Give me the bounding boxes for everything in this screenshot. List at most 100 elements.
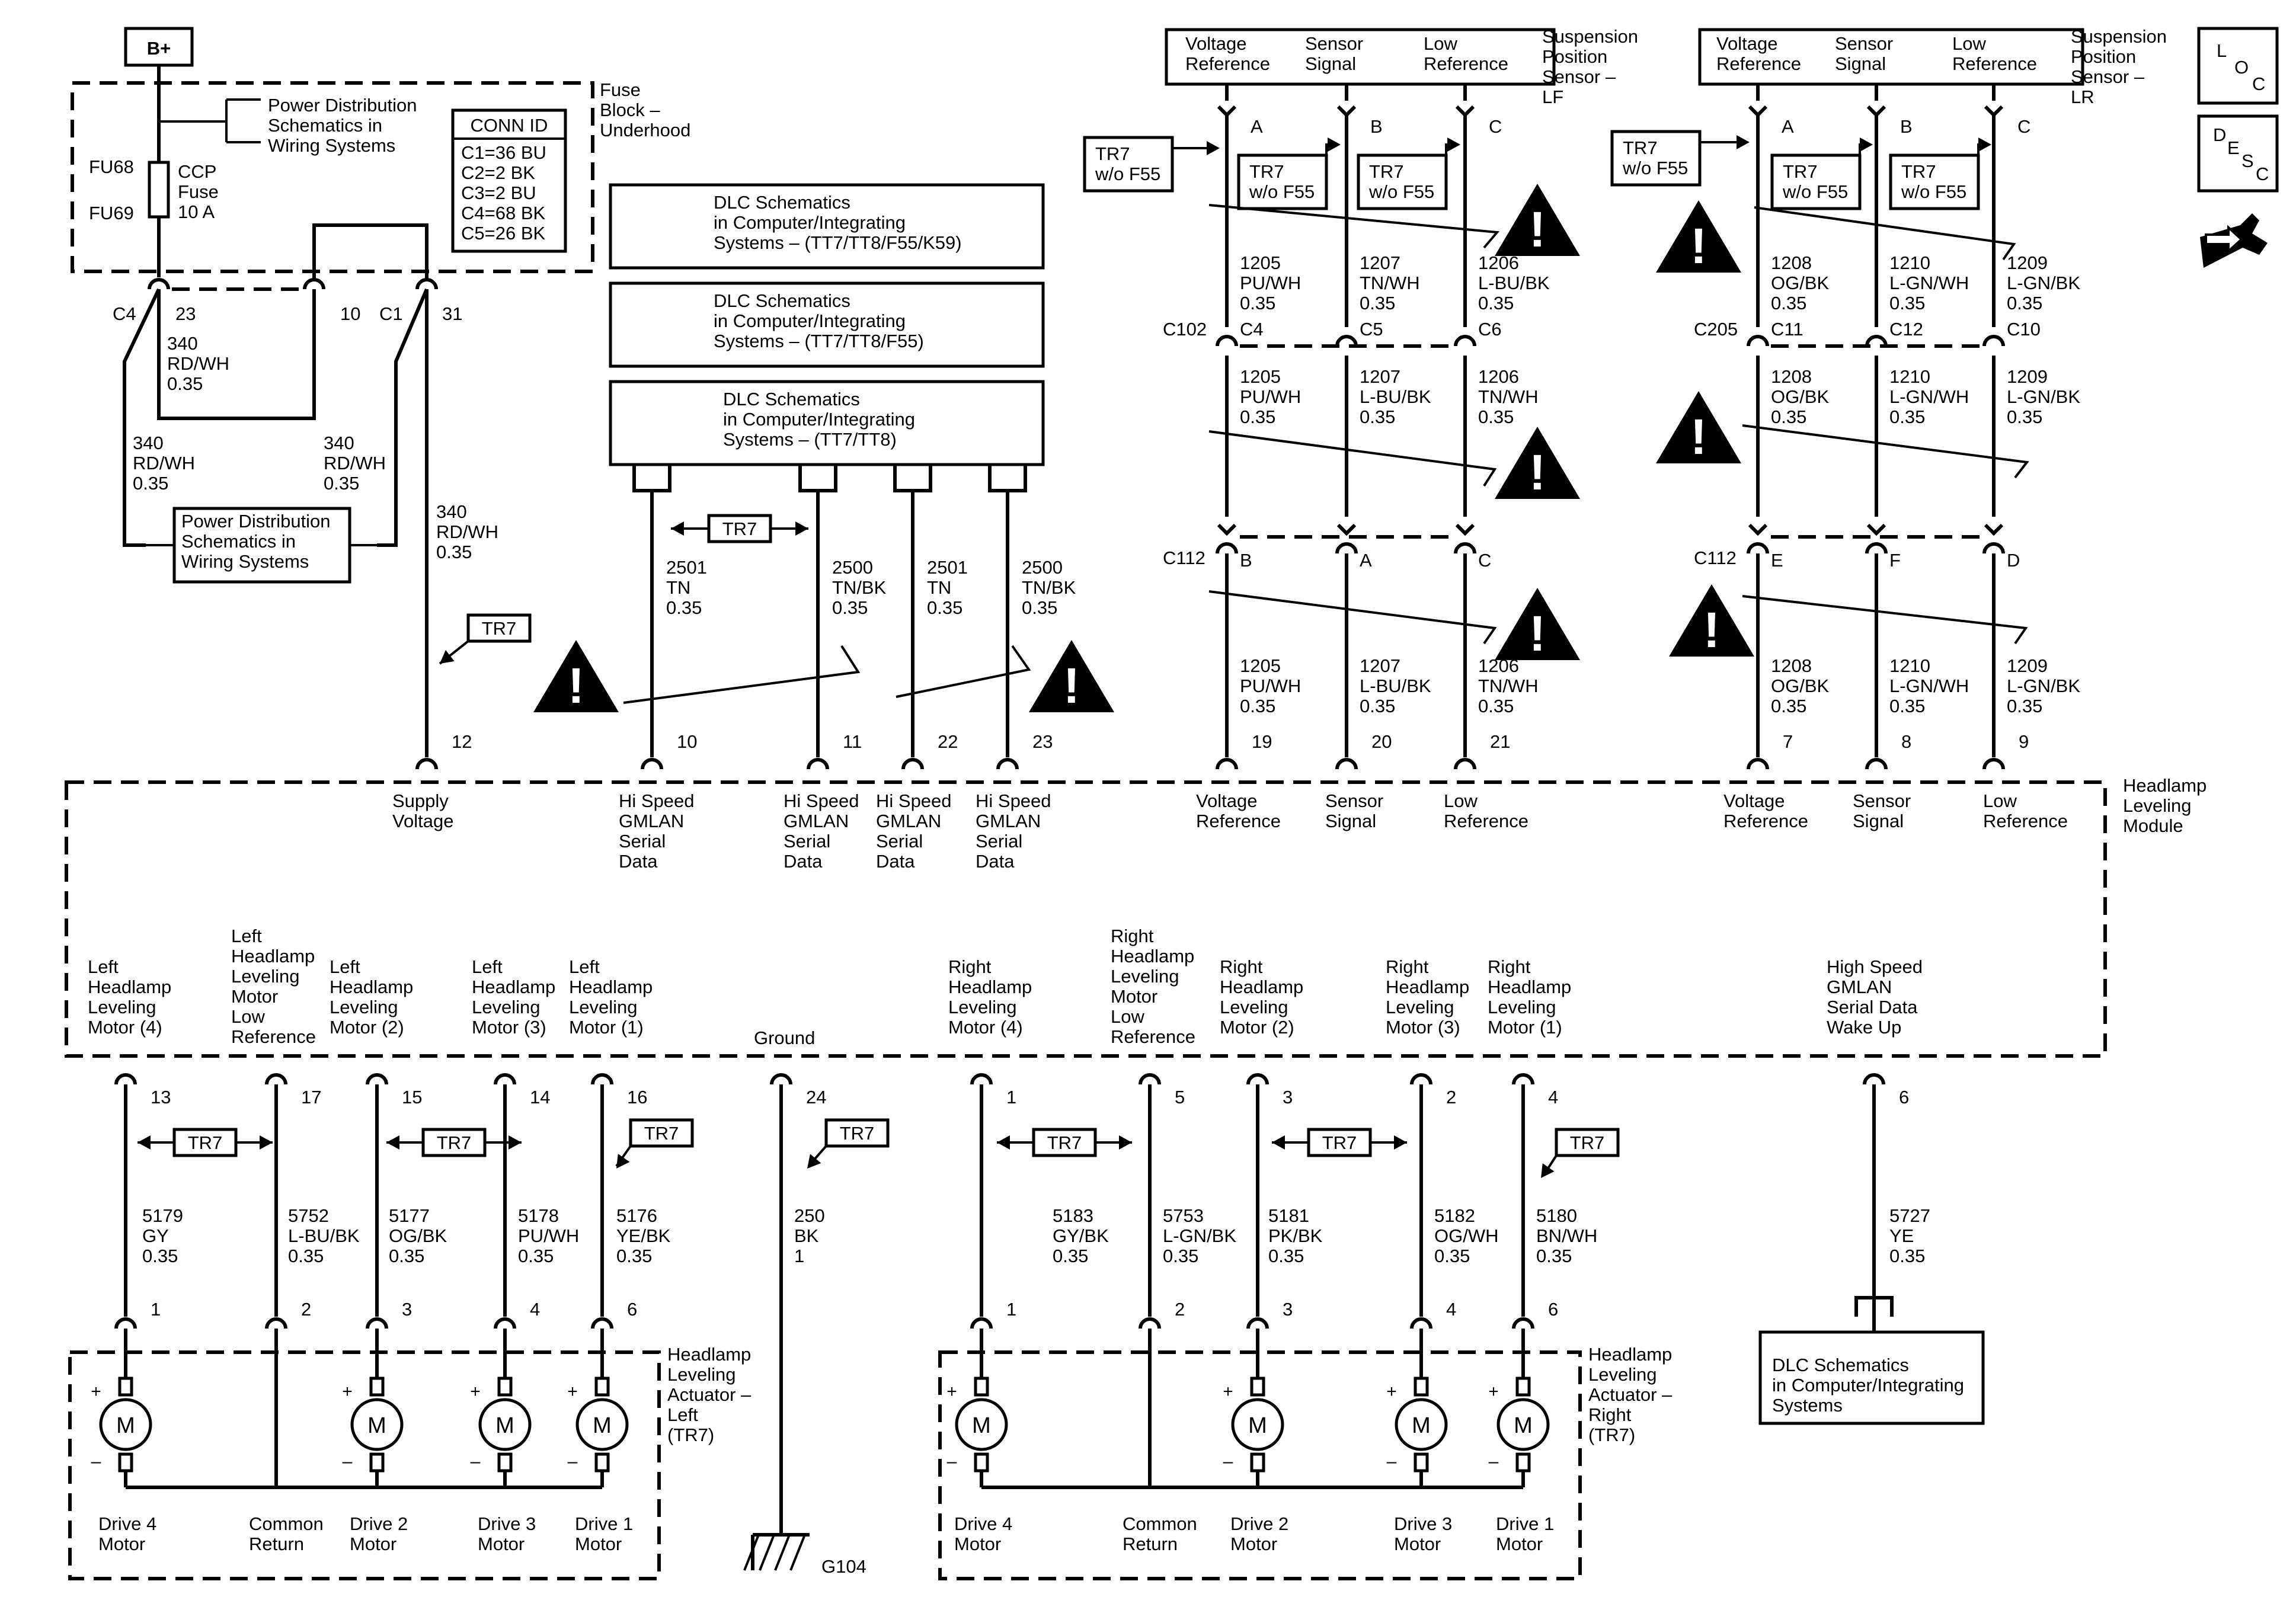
module-bottom-pin-num: 14 (530, 1087, 550, 1108)
actuator_right-pin-num: 3 (1283, 1299, 1293, 1320)
sensor_lf-mid-wire-label-line: PU/WH (1240, 386, 1301, 407)
gmlan-wire-label-1-line: TN/BK (832, 577, 887, 598)
module-bottom-pin-label-line: Motor (1) (1488, 1017, 1562, 1038)
bottom-wire-label-4-line: 0.35 (616, 1246, 652, 1266)
warning-icon-lf-upper: ! (1495, 184, 1580, 257)
actuator_right-pin-label-line: Common (1123, 1513, 1197, 1534)
dlc-pin-bracket (988, 465, 1027, 492)
sensor_lf-pin-label: A (1251, 116, 1263, 137)
actuator_right-motor-4: M+– (1488, 1377, 1550, 1473)
arrow-head (386, 1135, 399, 1150)
module-top-pin (996, 758, 1019, 770)
module-top-pin-label-line: Low (1444, 790, 1478, 811)
motor-brush-top (1250, 1377, 1265, 1397)
warning-triangle (1495, 588, 1580, 660)
option-tr7-wo-f55-lr-b (1770, 153, 1862, 210)
option-tr7-wo-f55-lf-b-label-line: w/o F55 (1249, 181, 1315, 202)
arrow-head (1737, 135, 1750, 149)
arrow-head (795, 521, 808, 536)
module-bottom-pin-num: 5 (1175, 1087, 1185, 1108)
warning-triangle (1669, 584, 1754, 657)
module-bottom-pin-label-line: Headlamp (88, 977, 171, 997)
motor-body (955, 1398, 1008, 1451)
gmlan-wire-label-2-line: 0.35 (927, 597, 962, 618)
sensor_lf-mid-connector-pin (1335, 335, 1358, 347)
sensor_lr-lower-wire-label-line: L-GN/BK (2007, 676, 2080, 696)
pin-c1-num: 31 (442, 303, 462, 324)
motor-minus: – (91, 1452, 101, 1471)
arrow-head (1394, 1135, 1407, 1150)
sensor_lf-mid-connector-name: C102 (1163, 319, 1207, 340)
motor-brush-top (497, 1377, 513, 1397)
module-bottom-pin-label-line: GMLAN (1827, 977, 1892, 997)
wire-340-label-line: 0.35 (167, 373, 203, 394)
sensor_lf-pin-0 (1217, 105, 1237, 118)
sensor_lr-c112-pin-label: E (1771, 550, 1783, 571)
sensor_lf-c112-pin-label: C (1478, 550, 1491, 571)
module-top-pin-label-line: Hi Speed (876, 790, 952, 811)
actuator_right-title-line: Actuator – (1588, 1384, 1673, 1405)
module-bottom-pin-label-line: Headlamp (569, 977, 653, 997)
module-top-pin-num: 20 (1371, 731, 1392, 752)
module-top-pin (1982, 758, 2005, 770)
module-top-pin-label-line: Supply (392, 790, 449, 811)
option-tr7-wo-f55-lr-a (1610, 130, 1702, 187)
module-top-pin (641, 758, 663, 770)
module-top-pin (1216, 758, 1238, 770)
sensor_lr-c112-cup (1865, 542, 1888, 554)
pin-c4-23 (148, 278, 170, 290)
sensor_lf-lower-wire-label-line: 1207 (1360, 655, 1400, 676)
sensor_lf-title-line: Position (1542, 46, 1607, 67)
bottom-wire-label-7-line: 0.35 (1163, 1246, 1198, 1266)
actuator_left-pin-label-line: Drive 3 (478, 1513, 536, 1534)
option-tr7-wo-f55-lr-a-label-line: w/o F55 (1622, 158, 1688, 178)
module-top-pin (415, 758, 438, 770)
actuator_right-pin-label-line: Motor (954, 1534, 1001, 1554)
sensor_lf-title-line: Suspension (1542, 26, 1638, 47)
pds-top-label-line: Schematics in (268, 115, 382, 136)
actuator_left-pin-num: 2 (301, 1299, 311, 1320)
module-top-pin-label-line: Serial (876, 831, 923, 852)
module-top-pin-label-line: Serial (976, 831, 1022, 852)
module-bottom-pin-label-line: Right (1488, 956, 1531, 977)
option-tr7-wo-f55-lr-a-label-line: TR7 (1623, 137, 1658, 158)
arrow-head (1860, 137, 1873, 152)
actuator_right-pin-label-line: Drive 2 (1230, 1513, 1288, 1534)
module-bottom-pin-label-line: Headlamp (1488, 977, 1571, 997)
option-tr7-wo-f55-lr-b-label-line: TR7 (1783, 161, 1818, 182)
bottom-wire-label-10-line: 5180 (1536, 1205, 1577, 1226)
actuator_left-pin (265, 1317, 287, 1329)
sensor_lr-header-box (1698, 28, 2084, 86)
dlc-box-2-label-line: in Computer/Integrating (714, 311, 906, 331)
module-bottom-pin-label-line: Headlamp (948, 977, 1032, 997)
module-top-pin-label-line: GMLAN (619, 811, 684, 831)
sensor_lf-header-label-0-line: Reference (1185, 53, 1270, 74)
module-bottom-pin-num: 6 (1899, 1087, 1909, 1108)
wire-340-label-line: RD/WH (167, 353, 229, 374)
bottom-wire-label-1-line: L-BU/BK (288, 1225, 360, 1246)
sensor_lf-lower-wire-label-line: PU/WH (1240, 676, 1301, 696)
option-tr7-ground (824, 1118, 890, 1148)
module-bottom-pin-num: 1 (1006, 1087, 1016, 1108)
dlc-box-4-label-line: Systems (1772, 1395, 1843, 1416)
module-top-pin-label-line: Low (1983, 790, 2017, 811)
option-tr7-label: TR7 (1570, 1132, 1605, 1153)
sensor_lr-lower-wire-label-line: 0.35 (2007, 696, 2042, 716)
gmlan-wire-label-3-line: TN/BK (1022, 577, 1076, 598)
sensor_lr-upper-wire-label-line: 1209 (2007, 252, 2048, 273)
conn-id-entry: C1=36 BU (461, 142, 546, 163)
sensor_lr-mid-wire-label-line: 1208 (1771, 366, 1812, 387)
option-tr7-wo-f55-lf-a (1083, 136, 1174, 193)
sensor_lf-c112-pin-label: B (1240, 550, 1252, 571)
motor-brush-bottom (118, 1452, 133, 1473)
dlc-box-1 (609, 183, 1045, 270)
dlc-box-3 (609, 380, 1045, 466)
twisted-pair-lr-mid (1742, 424, 2029, 479)
sensor_lf-pin-2 (1455, 105, 1475, 118)
conn-id-entry: C5=26 BK (461, 223, 546, 244)
bottom-wire-label-4-line: 5176 (616, 1205, 657, 1226)
gmlan-wire-label-2-line: 2501 (927, 557, 968, 578)
sensor_lf-mid-wire-label-line: 0.35 (1478, 406, 1514, 427)
wire-340-left (123, 288, 161, 547)
